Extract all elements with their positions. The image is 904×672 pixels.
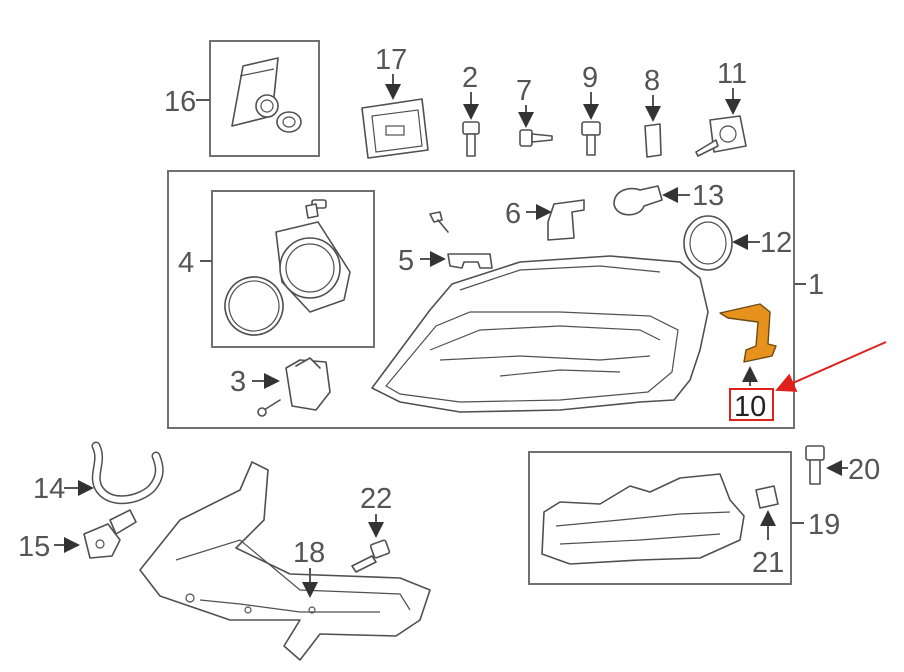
callout-14: 14 — [33, 473, 65, 505]
part-3-actuator — [257, 357, 331, 417]
callout-9: 9 — [582, 62, 598, 94]
callout-19: 19 — [808, 509, 840, 541]
callout-13: 13 — [692, 180, 724, 212]
part-2-bolt — [462, 121, 480, 157]
callout-2: 2 — [462, 62, 478, 94]
part-22-bolt — [351, 539, 391, 573]
part-10-highlighted-bracket — [719, 303, 777, 363]
part-5-clip — [429, 211, 493, 269]
part-1-headlamp-assembly — [371, 255, 709, 413]
callout-17: 17 — [375, 44, 407, 76]
part-12-cap — [683, 215, 733, 271]
part-13-bulb — [613, 185, 663, 216]
part-19-box — [528, 451, 792, 585]
part-18-carrier — [139, 461, 431, 661]
part-8-clip — [644, 123, 662, 158]
part-14-hose — [91, 441, 164, 505]
part-21-clip — [755, 485, 779, 509]
part-1-headlamp-box — [167, 170, 795, 429]
callout-10: 10 — [734, 391, 766, 423]
callout-7: 7 — [516, 75, 532, 107]
callout-4: 4 — [178, 247, 194, 279]
callout-8: 8 — [644, 65, 660, 97]
callout-10-highlight-box — [729, 388, 774, 421]
part-4-ring-seal — [224, 276, 284, 336]
callout-3: 3 — [230, 366, 246, 398]
callout-12: 12 — [760, 227, 792, 259]
callout-16: 16 — [164, 86, 196, 118]
part-4-subbox — [211, 190, 375, 348]
part-11-bulb — [695, 115, 747, 157]
callout-1: 1 — [808, 269, 824, 301]
callout-6: 6 — [505, 198, 521, 230]
callout-18: 18 — [293, 537, 325, 569]
part-4-bracket — [275, 199, 351, 313]
callout-5: 5 — [398, 245, 414, 277]
part-17-control-unit — [361, 98, 429, 159]
callout-11: 11 — [717, 58, 747, 90]
part-6-bracket — [547, 199, 585, 241]
part-19-bracket — [541, 473, 745, 565]
part-16-module-box — [209, 40, 320, 157]
pointer-arrow — [775, 341, 887, 392]
part-15-connector — [83, 509, 137, 559]
callout-15: 15 — [18, 531, 50, 563]
part-7-screw — [519, 129, 553, 147]
part-16-module-drawing — [231, 57, 302, 133]
callout-21: 21 — [752, 547, 784, 579]
part-9-bolt — [581, 121, 601, 156]
callout-20: 20 — [848, 454, 880, 486]
callout-22: 22 — [360, 483, 392, 515]
part-20-bolt — [805, 445, 825, 485]
